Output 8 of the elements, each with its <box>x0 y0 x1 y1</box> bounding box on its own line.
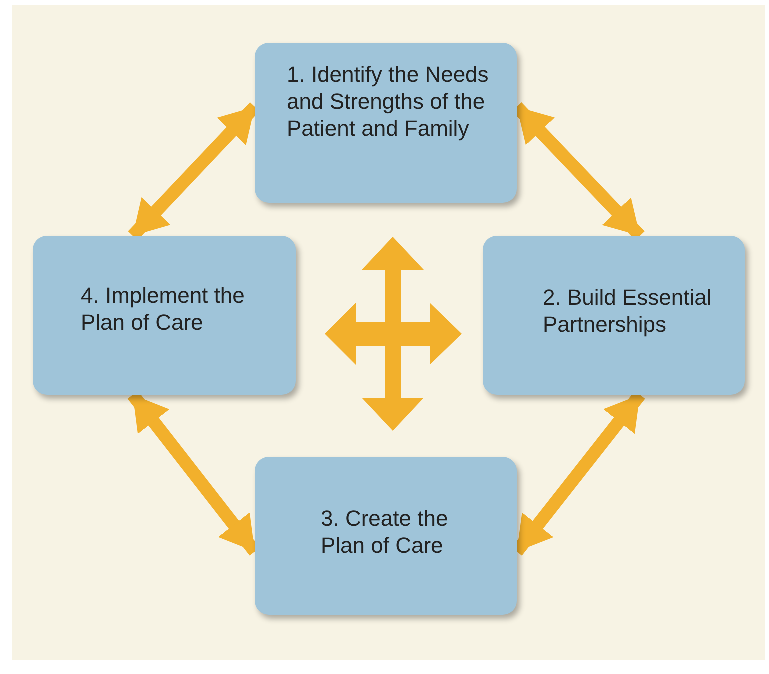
step-box <box>483 236 745 395</box>
step-text: 4. Implement the Plan of Care <box>81 282 246 336</box>
step-text: 3. Create the Plan of Care <box>321 505 450 559</box>
step-box <box>255 43 517 203</box>
step-box <box>33 236 296 395</box>
step-box <box>255 457 517 615</box>
step-text: 2. Build Essential Partnerships <box>543 284 713 338</box>
step-text: 1. Identify the Needs and Strengths of the Patient and Family <box>287 61 490 142</box>
